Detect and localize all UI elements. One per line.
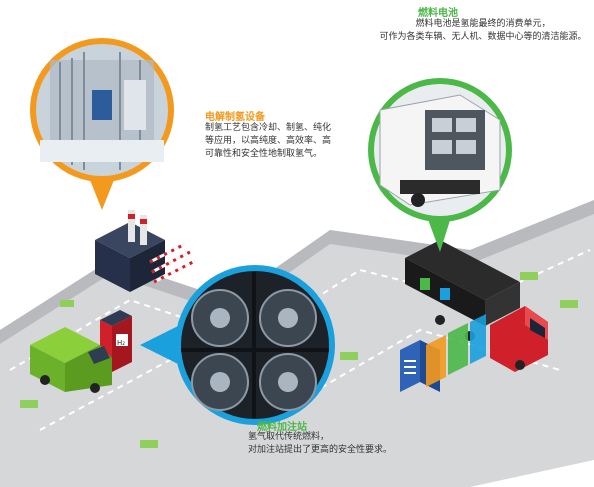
hydrogen-truck <box>405 240 548 372</box>
electrolysis-title: 电解制氢设备 <box>205 112 265 123</box>
h2-sign-icon: H₂ <box>117 339 125 347</box>
station-description: 氢气取代传统燃料， 对加注站提出了更高的安全性要求。 <box>248 431 438 457</box>
station-line-2: 对加注站提出了更高的安全性要求。 <box>248 445 393 455</box>
fuel-cell-title: 燃料电池 <box>418 8 458 19</box>
green-van <box>30 327 112 393</box>
station-line-1: 氢气取代传统燃料， <box>248 432 330 442</box>
electrolysis-plant-building <box>95 210 196 292</box>
electrolysis-line-2: 等应用，以高纯度、高效率、高 <box>205 136 332 146</box>
electrolysis-description: 制氢工艺包含冷却、制氢、纯化 等应用，以高纯度、高效率、高 可靠性和安全性地制取… <box>205 122 365 161</box>
electrolysis-line-1: 制氢工艺包含冷却、制氢、纯化 <box>205 123 332 133</box>
fuel-cell-line-2: 可作为各类车辆、无人机、数据中心等的清洁能源。 <box>379 32 587 42</box>
electrolysis-callout-bubble <box>30 38 174 210</box>
fuel-cell-description: 燃料电池是氢能最终的消费单元， 可作为各类车辆、无人机、数据中心等的清洁能源。 <box>378 18 588 44</box>
fuel-cell-stack <box>400 314 486 392</box>
fuel-cell-callout-bubble <box>368 78 512 252</box>
electrolysis-line-3: 可靠性和安全性地制取氢气。 <box>205 149 323 159</box>
fuel-cell-line-1: 燃料电池是氢能最终的消费单元， <box>415 19 551 29</box>
station-callout-bubble <box>140 265 335 425</box>
station-title: 燃料加注站 <box>257 422 307 433</box>
